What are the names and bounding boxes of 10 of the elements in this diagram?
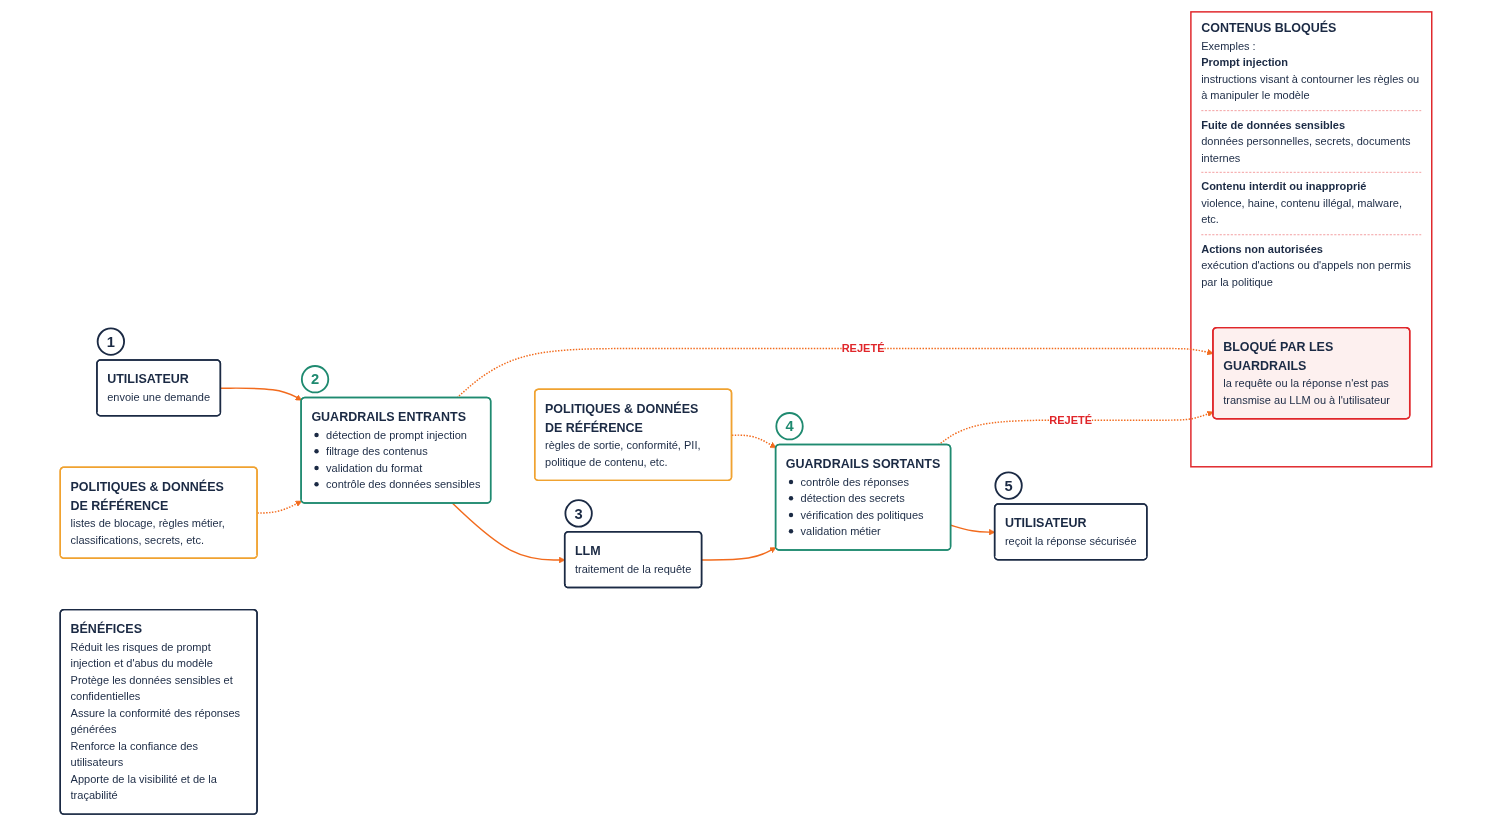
step-number: 3 bbox=[564, 499, 593, 528]
arrow bbox=[701, 547, 777, 561]
step-number: 1 bbox=[96, 327, 125, 356]
arrow bbox=[731, 434, 777, 449]
step-number: 5 bbox=[994, 471, 1023, 500]
step-number: 2 bbox=[300, 365, 330, 394]
edge-label: REJETÉ bbox=[841, 341, 885, 355]
arrow bbox=[220, 387, 303, 401]
edge-label: REJETÉ bbox=[1049, 413, 1093, 426]
step-number: 4 bbox=[775, 412, 804, 441]
